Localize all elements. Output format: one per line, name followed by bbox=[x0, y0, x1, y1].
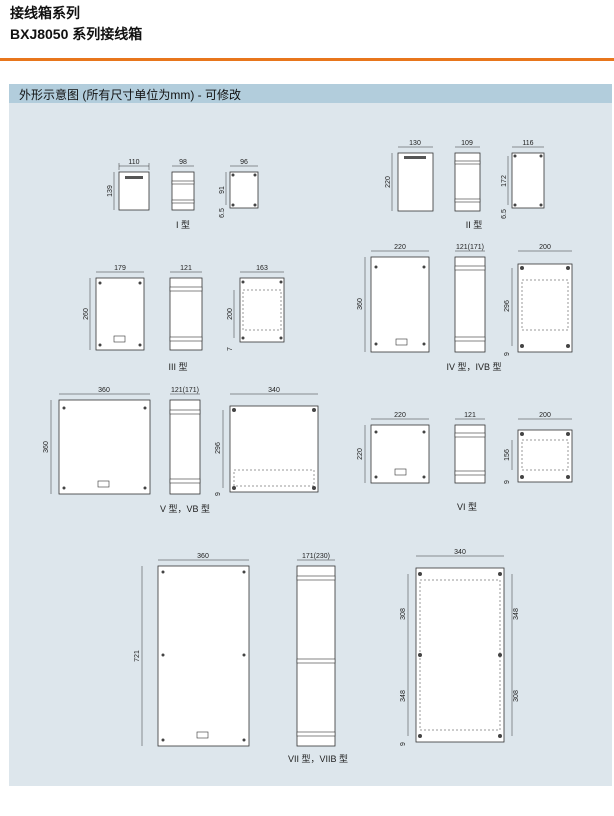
type-vi-width-label: 220 bbox=[394, 412, 406, 419]
type-vi-depth-label: 121 bbox=[464, 412, 476, 419]
page-subtitle: BXJ8050 系列接线箱 bbox=[10, 26, 143, 42]
type-vi-back-view bbox=[517, 429, 573, 483]
type-iii-height-label: 260 bbox=[83, 308, 90, 320]
page-title: 接线箱系列 bbox=[10, 5, 80, 21]
type-v-back-view bbox=[229, 405, 319, 493]
type-iii-mount-width-label: 163 bbox=[256, 265, 268, 272]
type-vii-back-view bbox=[415, 567, 505, 743]
type-vii-mount-height-1-label: 308 bbox=[400, 608, 407, 620]
type-v-front-view bbox=[58, 399, 151, 495]
type-iv-depth-label: 121(171) bbox=[456, 244, 484, 251]
type-iv-front-view bbox=[370, 256, 430, 353]
type-v-mount-width-label: 340 bbox=[268, 387, 280, 394]
type-ii-drawing: 130 220 109 116 172 6.5 II 型 bbox=[385, 140, 545, 230]
type-v-mount-height-label: 296 bbox=[215, 442, 222, 454]
type-i-offset-label: 6.5 bbox=[219, 208, 226, 218]
type-ii-caption: II 型 bbox=[466, 220, 483, 230]
type-iv-width-label: 220 bbox=[394, 244, 406, 251]
type-vii-drawing: 360 721 171(230) 340 308 348 348 308 9 V… bbox=[134, 549, 520, 764]
type-i-caption: I 型 bbox=[176, 220, 190, 230]
type-vii-caption: VII 型，VIIB 型 bbox=[288, 754, 348, 764]
type-vii-height-label: 721 bbox=[134, 650, 141, 662]
type-v-height-label: 360 bbox=[43, 441, 50, 453]
type-i-height-label: 139 bbox=[107, 185, 114, 197]
type-iv-height-label: 360 bbox=[357, 298, 364, 310]
section-header: 外形示意图 (所有尺寸单位为mm) - 可修改 bbox=[9, 84, 612, 103]
type-ii-mount-width-label: 116 bbox=[522, 140, 533, 147]
section-title: 外形示意图 (所有尺寸单位为mm) - 可修改 bbox=[19, 88, 241, 102]
type-vii-mount-width-label: 340 bbox=[454, 549, 466, 556]
type-iv-drawing: 220 360 121(171) 200 296 9 IV 型，IVB 型 bbox=[357, 244, 573, 372]
type-v-width-label: 360 bbox=[98, 387, 110, 394]
type-i-back-view bbox=[229, 171, 259, 209]
type-iii-front-view bbox=[95, 277, 145, 351]
type-iii-width-label: 179 bbox=[114, 265, 126, 272]
type-vii-side-view bbox=[296, 565, 336, 747]
type-iii-caption: III 型 bbox=[168, 362, 187, 372]
type-v-depth-label: 121(171) bbox=[171, 387, 199, 394]
type-vi-height-label: 220 bbox=[357, 448, 364, 460]
type-vi-drawing: 220 220 121 200 156 9 VI 型 bbox=[357, 412, 573, 512]
type-ii-front-view bbox=[397, 152, 434, 212]
type-i-mount-height-label: 91 bbox=[219, 186, 226, 194]
type-iii-offset-label: 7 bbox=[227, 347, 234, 351]
type-ii-height-label: 220 bbox=[385, 176, 392, 188]
type-ii-back-view bbox=[511, 152, 545, 209]
type-iv-mount-width-label: 200 bbox=[539, 244, 551, 251]
type-vi-mount-width-label: 200 bbox=[539, 412, 551, 419]
type-vii-mount-height-2-label: 348 bbox=[513, 608, 520, 620]
type-v-offset-label: 9 bbox=[215, 492, 222, 496]
type-i-drawing: 110 139 98 96 91 6.5 I 型 bbox=[107, 159, 259, 230]
type-iv-side-view bbox=[454, 256, 486, 353]
type-ii-offset-label: 6.5 bbox=[501, 209, 508, 219]
type-i-width-label: 110 bbox=[128, 159, 139, 166]
type-v-side-view bbox=[169, 399, 201, 495]
type-iii-depth-label: 121 bbox=[180, 265, 192, 272]
type-iii-drawing: 179 260 121 163 200 7 III 型 bbox=[83, 265, 285, 372]
type-vi-mount-height-label: 156 bbox=[504, 449, 511, 461]
type-i-depth-label: 98 bbox=[179, 159, 187, 166]
type-iii-back-view bbox=[239, 277, 285, 343]
header-divider bbox=[0, 58, 614, 61]
type-ii-width-label: 130 bbox=[409, 140, 421, 147]
type-iv-caption: IV 型，IVB 型 bbox=[446, 362, 501, 372]
type-vii-offset-label: 9 bbox=[400, 742, 407, 746]
type-vii-depth-label: 171(230) bbox=[302, 553, 330, 560]
type-vii-width-label: 360 bbox=[197, 553, 209, 560]
type-iv-mount-height-label: 296 bbox=[504, 300, 511, 312]
type-iv-offset-label: 9 bbox=[504, 352, 511, 356]
type-vii-front-view bbox=[157, 565, 250, 747]
type-i-side-view bbox=[171, 171, 195, 211]
type-v-drawing: 360 360 121(171) 340 296 9 V 型，VB 型 bbox=[43, 387, 319, 514]
type-iv-back-view bbox=[517, 263, 573, 353]
type-iii-mount-height-label: 200 bbox=[227, 308, 234, 320]
type-vii-mount-height-4-label: 308 bbox=[513, 690, 520, 702]
type-vi-front-view bbox=[370, 424, 430, 484]
type-i-mount-width-label: 96 bbox=[240, 159, 248, 166]
type-ii-depth-label: 109 bbox=[461, 140, 473, 147]
type-vi-offset-label: 9 bbox=[504, 480, 511, 484]
type-vi-caption: VI 型 bbox=[457, 502, 477, 512]
type-v-caption: V 型，VB 型 bbox=[160, 504, 210, 514]
type-vii-mount-height-3-label: 348 bbox=[400, 690, 407, 702]
type-ii-mount-height-label: 172 bbox=[501, 175, 508, 187]
